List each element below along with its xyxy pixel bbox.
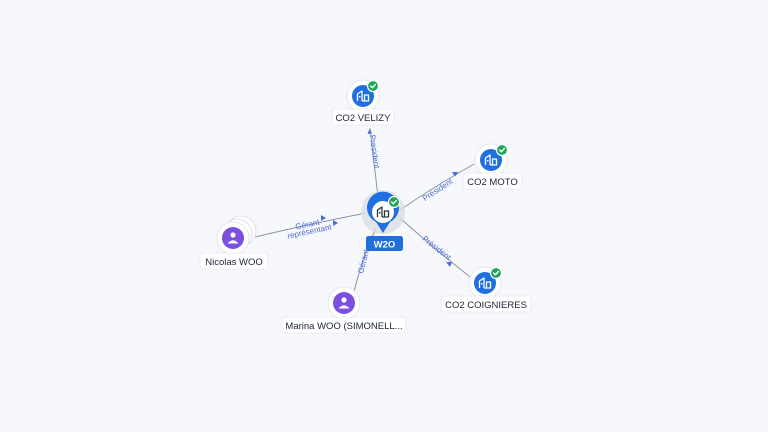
edge-label-moto: Président bbox=[421, 177, 455, 203]
edge-w2o-co2-moto bbox=[399, 163, 475, 211]
node-co2-moto[interactable]: CO2 MOTO bbox=[462, 143, 523, 190]
node-nicolas-woo[interactable]: Nicolas WOO bbox=[199, 215, 269, 270]
arrow-nicolas-2 bbox=[333, 220, 338, 226]
edge-marina-w2o bbox=[353, 227, 377, 293]
node-label-marina-woo: Marina WOO (SIMONELL... bbox=[285, 321, 402, 332]
node-w2o-center[interactable]: W2O bbox=[361, 190, 405, 251]
person-icon bbox=[227, 232, 239, 244]
node-label-w2o: W2O bbox=[374, 240, 396, 251]
edge-label-marina: Gérant bbox=[356, 248, 371, 275]
node-label-co2-moto: CO2 MOTO bbox=[467, 177, 518, 188]
node-co2-velizy[interactable]: CO2 VELIZY bbox=[331, 79, 395, 126]
edge-label-velizy: President bbox=[368, 134, 382, 169]
person-icon bbox=[338, 297, 350, 309]
arrow-moto bbox=[452, 172, 458, 177]
verified-badge-icon bbox=[387, 195, 401, 209]
verified-badge-icon bbox=[489, 266, 503, 280]
edge-w2o-co2-coignieres bbox=[399, 217, 475, 281]
building-icon bbox=[478, 277, 492, 289]
building-icon bbox=[484, 154, 498, 166]
building-icon bbox=[376, 206, 390, 218]
node-label-co2-coignieres: CO2 COIGNIERES bbox=[445, 300, 527, 311]
edge-w2o-co2-velizy bbox=[369, 127, 379, 198]
node-label-co2-velizy: CO2 VELIZY bbox=[336, 113, 392, 124]
verified-badge-icon bbox=[495, 143, 509, 157]
edge-nicolas-w2o bbox=[250, 212, 367, 239]
node-label-nicolas-woo: Nicolas WOO bbox=[205, 257, 263, 268]
verified-badge-icon bbox=[366, 79, 380, 93]
node-co2-coignieres[interactable]: CO2 COIGNIERES bbox=[440, 266, 532, 313]
arrow-coignieres bbox=[446, 262, 452, 267]
building-icon bbox=[356, 90, 370, 102]
node-marina-woo[interactable]: Marina WOO (SIMONELL... bbox=[281, 286, 407, 334]
arrow-velizy bbox=[367, 129, 372, 134]
arrow-nicolas bbox=[321, 215, 326, 221]
edge-label-coignieres: Président bbox=[420, 234, 453, 262]
